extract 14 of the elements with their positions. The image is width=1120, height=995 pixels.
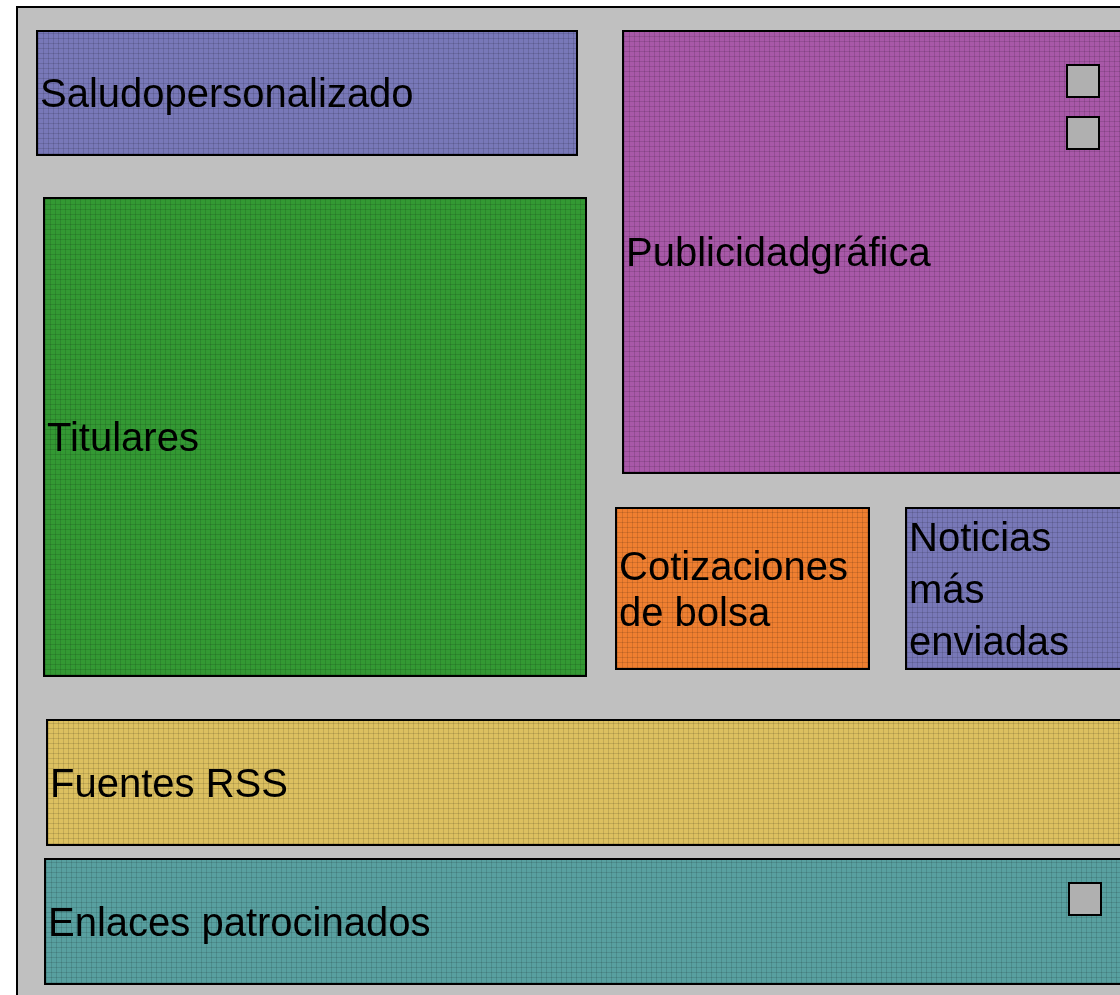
block-label: Titulares: [46, 414, 199, 460]
block-label: Publicidadgráfica: [625, 229, 931, 275]
block-label: Fuentes RSS: [49, 759, 288, 806]
rss-feeds-block: [46, 719, 1120, 846]
block-label: Saludopersonalizado: [39, 70, 414, 116]
sponsored-links-block: [44, 858, 1120, 985]
headlines-block: [43, 197, 587, 677]
ad-banner-block: [622, 30, 1120, 474]
greeting-block: [36, 30, 578, 156]
block-label: Cotizaciones de bolsa: [618, 542, 849, 635]
block-label: Noticias más enviadas: [908, 513, 1071, 665]
stock-quotes-block: [615, 507, 870, 670]
block-label: Enlaces patrocinados: [47, 898, 431, 945]
most-sent-news-block: [905, 507, 1120, 670]
